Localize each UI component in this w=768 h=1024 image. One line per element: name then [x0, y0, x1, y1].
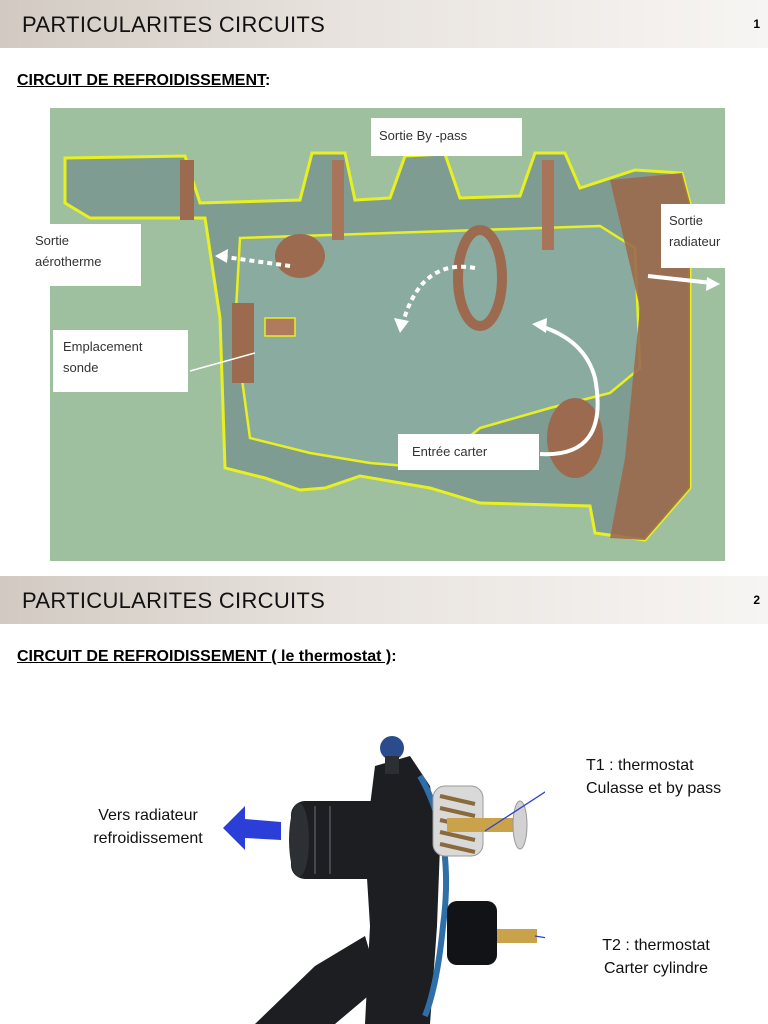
- arrow-vers-radiateur: [223, 806, 281, 850]
- slide-1-subtitle-colon: :: [265, 72, 271, 89]
- callout-sortie-aerotherme-line2: aérotherme: [35, 254, 102, 269]
- lower-pipe: [255, 936, 380, 1024]
- cut-face-rib-2: [542, 160, 554, 250]
- flow-arrow-carter: [539, 324, 600, 457]
- cut-face-port-mid: [453, 225, 507, 331]
- callout-sortie-radiateur: Sortie radiateur: [661, 204, 740, 268]
- flow-arrow-center-head: [394, 318, 409, 333]
- flow-arrow-radiateur: [647, 274, 713, 285]
- bleed-screw: [380, 736, 404, 760]
- slide-1-subtitle-text: CIRCUIT DE REFROIDISSEMENT: [17, 72, 266, 89]
- cut-face-port-left: [275, 234, 325, 278]
- callout-sortie-aerotherme-line1: Sortie: [35, 233, 69, 248]
- cut-face-sonde: [232, 303, 254, 383]
- callout-emplacement-sonde: Emplacement sonde: [53, 330, 188, 392]
- leader-sonde: [189, 352, 256, 372]
- callout-sortie-radiateur-line2: radiateur: [669, 234, 721, 249]
- slide-2-subtitle-text: CIRCUIT DE REFROIDISSEMENT ( le thermost…: [17, 648, 392, 665]
- t1-valve: [512, 800, 528, 850]
- label-vers-radiateur-line2: refroidissement: [93, 830, 203, 847]
- callout-entree-carter: Entrée carter: [398, 434, 539, 470]
- callout-entree-carter-text: Entrée carter: [412, 444, 488, 459]
- t1-piston: [447, 818, 517, 832]
- callout-sortie-aerotherme: Sortie aérotherme: [27, 224, 141, 286]
- callout-emplacement-sonde-line1: Emplacement: [63, 339, 143, 354]
- slide-2-title: PARTICULARITES CIRCUITS: [22, 588, 326, 613]
- slide-2-subtitle-colon: :: [391, 648, 397, 665]
- slide-1: PARTICULARITES CIRCUITS 1 CIRCUIT DE REF…: [0, 0, 768, 561]
- probe-stub: [264, 317, 296, 337]
- slide-2-header: PARTICULARITES CIRCUITS 2: [0, 576, 768, 624]
- label-t1-line1: T1 : thermostat: [586, 757, 694, 774]
- t2-piston: [497, 929, 537, 943]
- housing-body: [365, 756, 440, 1024]
- slide-1-title: PARTICULARITES CIRCUITS: [22, 12, 326, 37]
- outlet-pipe-mouth: [289, 803, 309, 877]
- slide-2-number: 2: [753, 593, 760, 607]
- flow-arrow-aerotherme: [217, 254, 291, 268]
- t2-body: [447, 901, 497, 965]
- slide-1-number: 1: [753, 17, 760, 31]
- slide-2: PARTICULARITES CIRCUITS 2 CIRCUIT DE REF…: [0, 576, 768, 1024]
- label-t1-line2: Culasse et by pass: [586, 780, 722, 797]
- flow-arrow-radiateur-head: [706, 277, 720, 291]
- callout-sortie-bypass-text: Sortie By -pass: [379, 128, 468, 143]
- label-vers-radiateur: Vers radiateur refroidissement: [78, 804, 218, 850]
- leader-t1: [484, 791, 545, 832]
- flow-arrow-aerotherme-head: [215, 249, 228, 263]
- thermostat-illustration: [223, 736, 545, 1024]
- callout-sortie-bypass: Sortie By -pass: [371, 118, 522, 156]
- slide-2-subtitle: CIRCUIT DE REFROIDISSEMENT ( le thermost…: [17, 648, 397, 666]
- flow-arrow-center: [400, 264, 476, 327]
- callout-emplacement-sonde-line2: sonde: [63, 360, 99, 375]
- label-vers-radiateur-line1: Vers radiateur: [98, 807, 198, 824]
- bleed-screw-stem: [385, 756, 399, 774]
- leader-t2: [534, 935, 545, 939]
- cut-face-port-bottom: [547, 398, 603, 478]
- label-t1: T1 : thermostat Culasse et by pass: [586, 754, 756, 800]
- label-t2-line1: T2 : thermostat: [602, 937, 710, 954]
- label-t2: T2 : thermostat Carter cylindre: [586, 934, 726, 980]
- cut-face-top-left: [180, 160, 194, 220]
- flow-arrow-carter-head: [532, 318, 547, 333]
- cut-face-rib-1: [332, 160, 344, 240]
- slide-1-subtitle: CIRCUIT DE REFROIDISSEMENT:: [17, 72, 270, 90]
- slide-1-header: PARTICULARITES CIRCUITS 1: [0, 0, 768, 48]
- callout-sortie-radiateur-line1: Sortie: [669, 213, 703, 228]
- label-t2-line2: Carter cylindre: [603, 960, 709, 977]
